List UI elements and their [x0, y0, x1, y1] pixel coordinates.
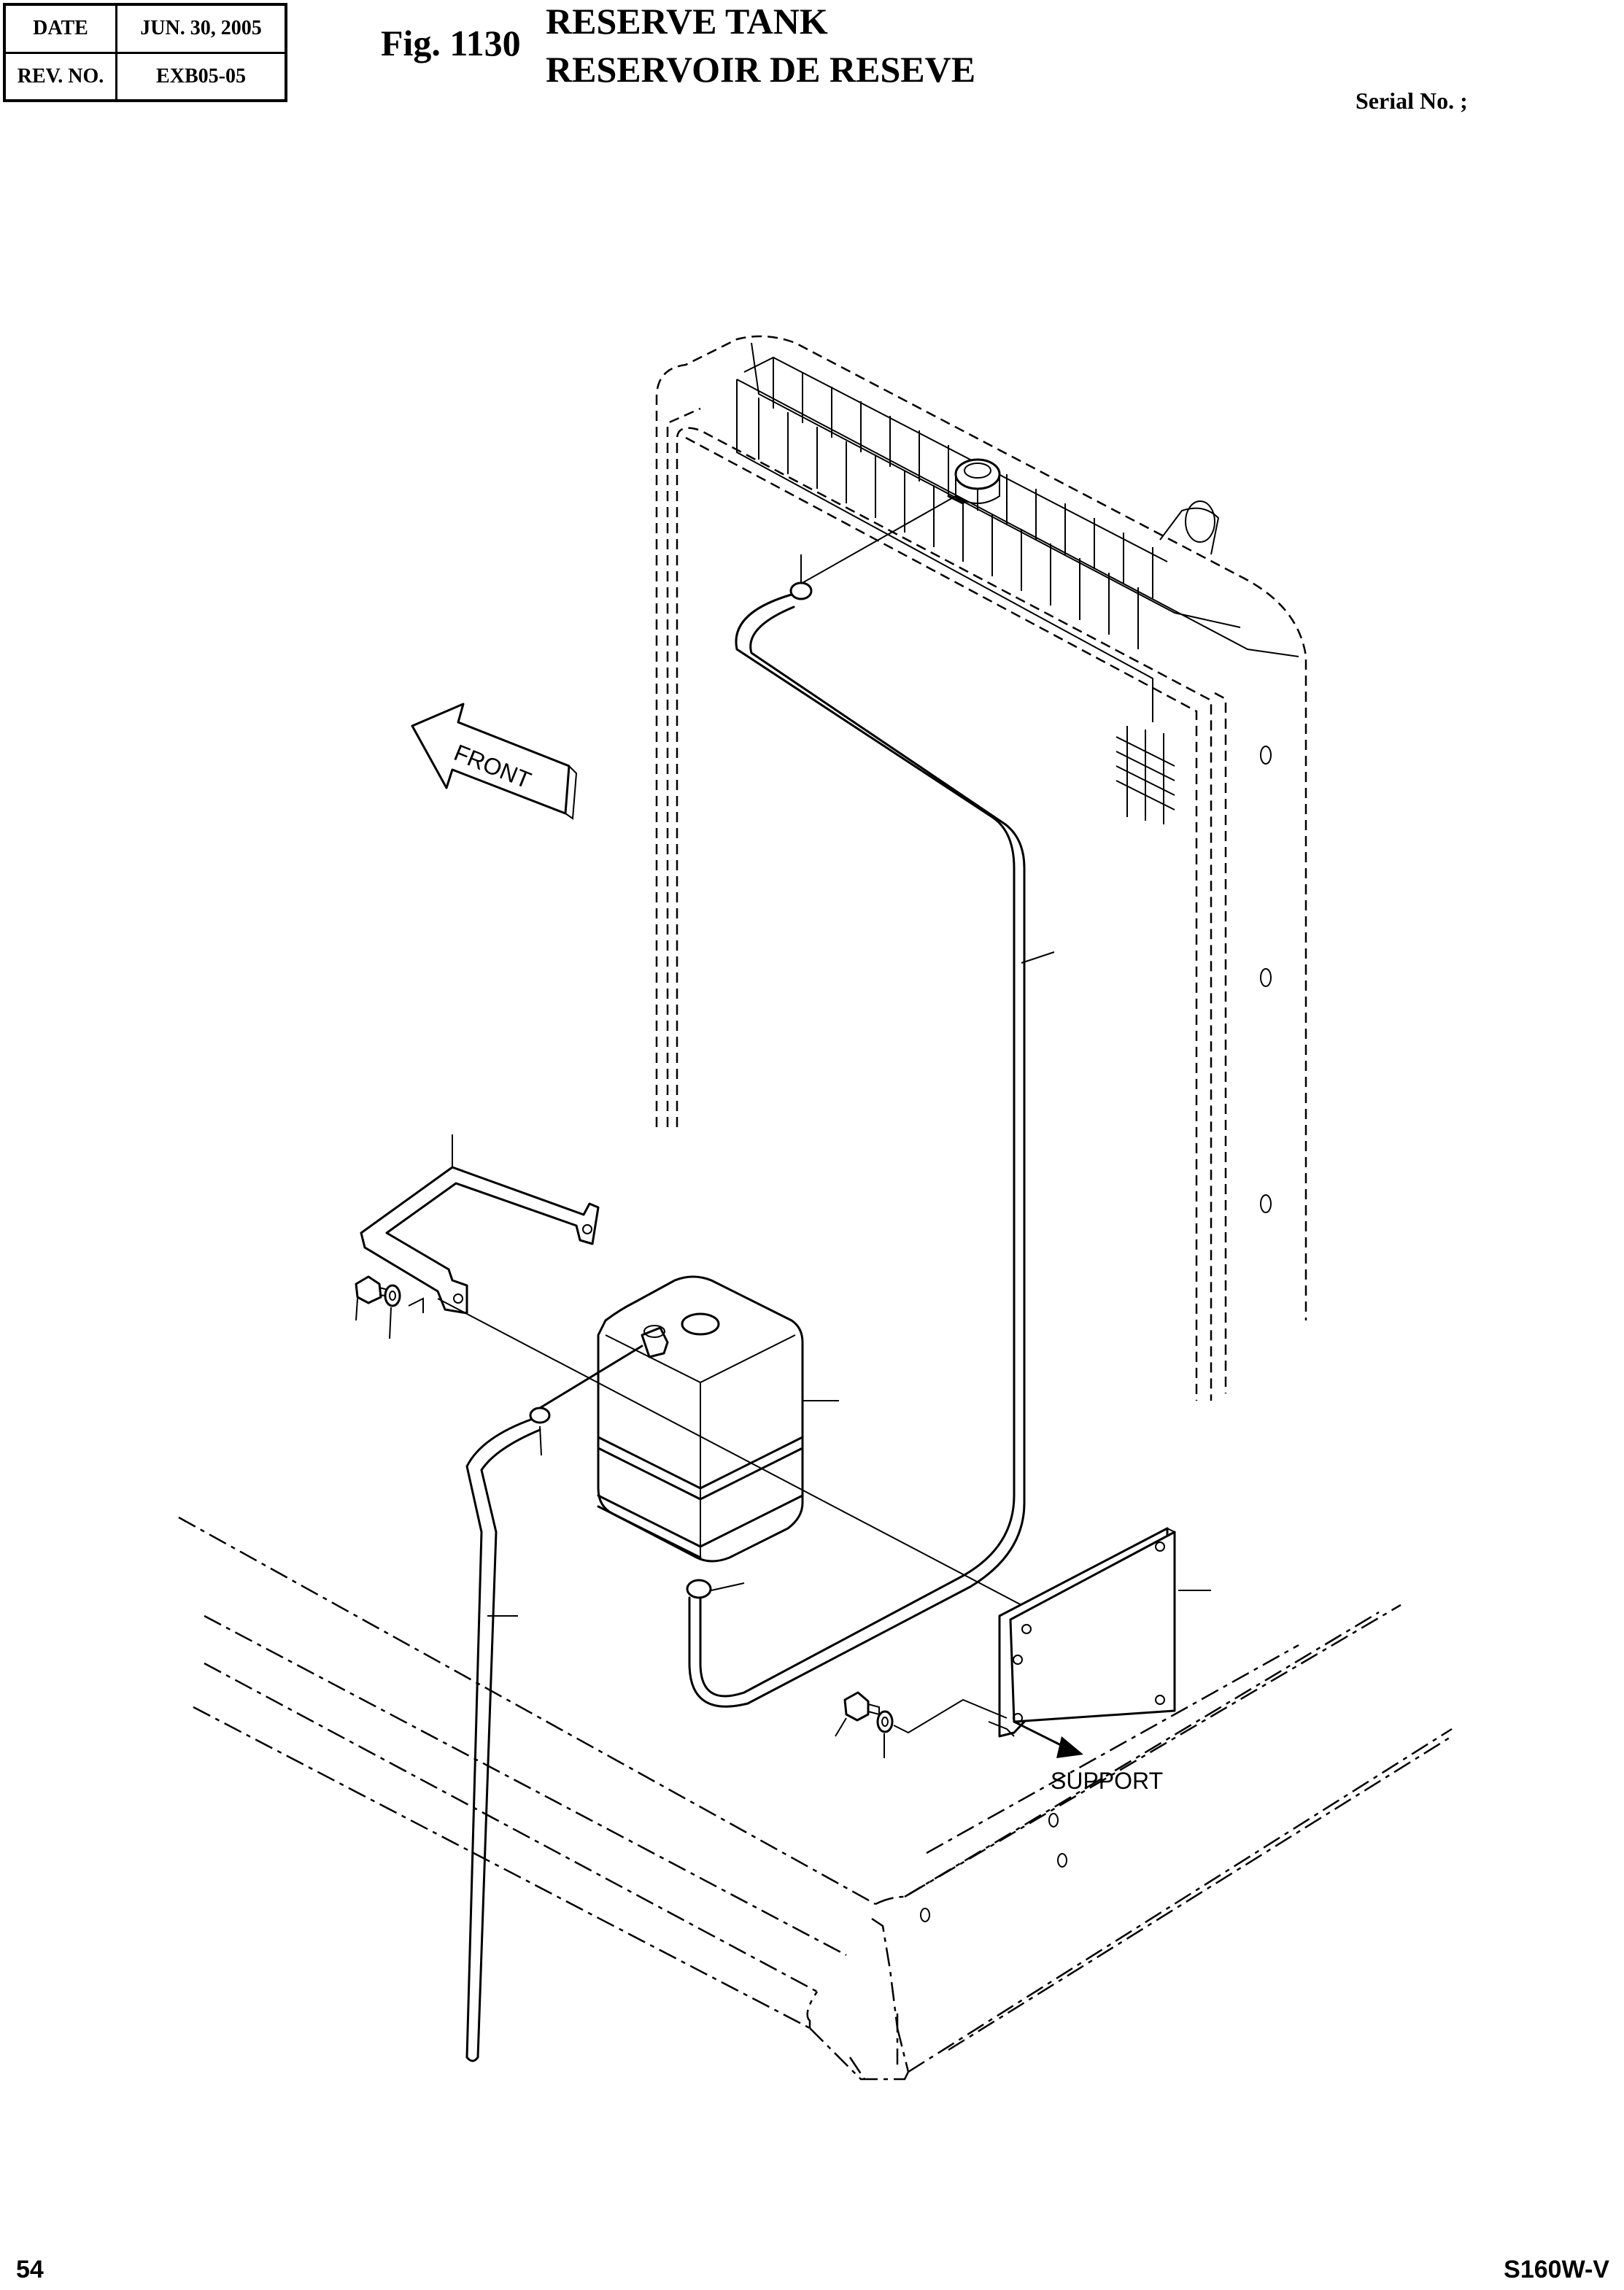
figure-number: Fig. 1130 — [381, 23, 521, 63]
rev-label: REV. NO. — [3, 51, 117, 102]
chassis-frame — [178, 1516, 1453, 2081]
revision-table: DATE JUN. 30, 2005 REV. NO. EXB05-05 — [3, 3, 287, 102]
title-english: RESERVE TANK — [546, 1, 828, 42]
front-direction-arrow: FRONT — [411, 703, 578, 820]
page-number: 54 — [16, 2256, 44, 2283]
model-code: S160W-V — [1504, 2256, 1609, 2283]
tank-bracket — [355, 1134, 600, 1339]
overflow-hose — [686, 495, 1055, 1708]
reserve-tank — [437, 1275, 1022, 1606]
drain-hose — [465, 1345, 643, 2062]
rev-value: EXB05-05 — [115, 51, 287, 102]
support-label: SUPPORT — [1051, 1768, 1163, 1794]
date-value: JUN. 30, 2005 — [115, 3, 287, 54]
serial-number: Serial No. ; — [1356, 88, 1468, 114]
radiator — [655, 335, 1307, 1401]
support-plate: SUPPORT — [835, 1527, 1211, 1794]
date-label: DATE — [3, 3, 117, 54]
title-french: RESERVOIR DE RESEVE — [546, 49, 976, 90]
